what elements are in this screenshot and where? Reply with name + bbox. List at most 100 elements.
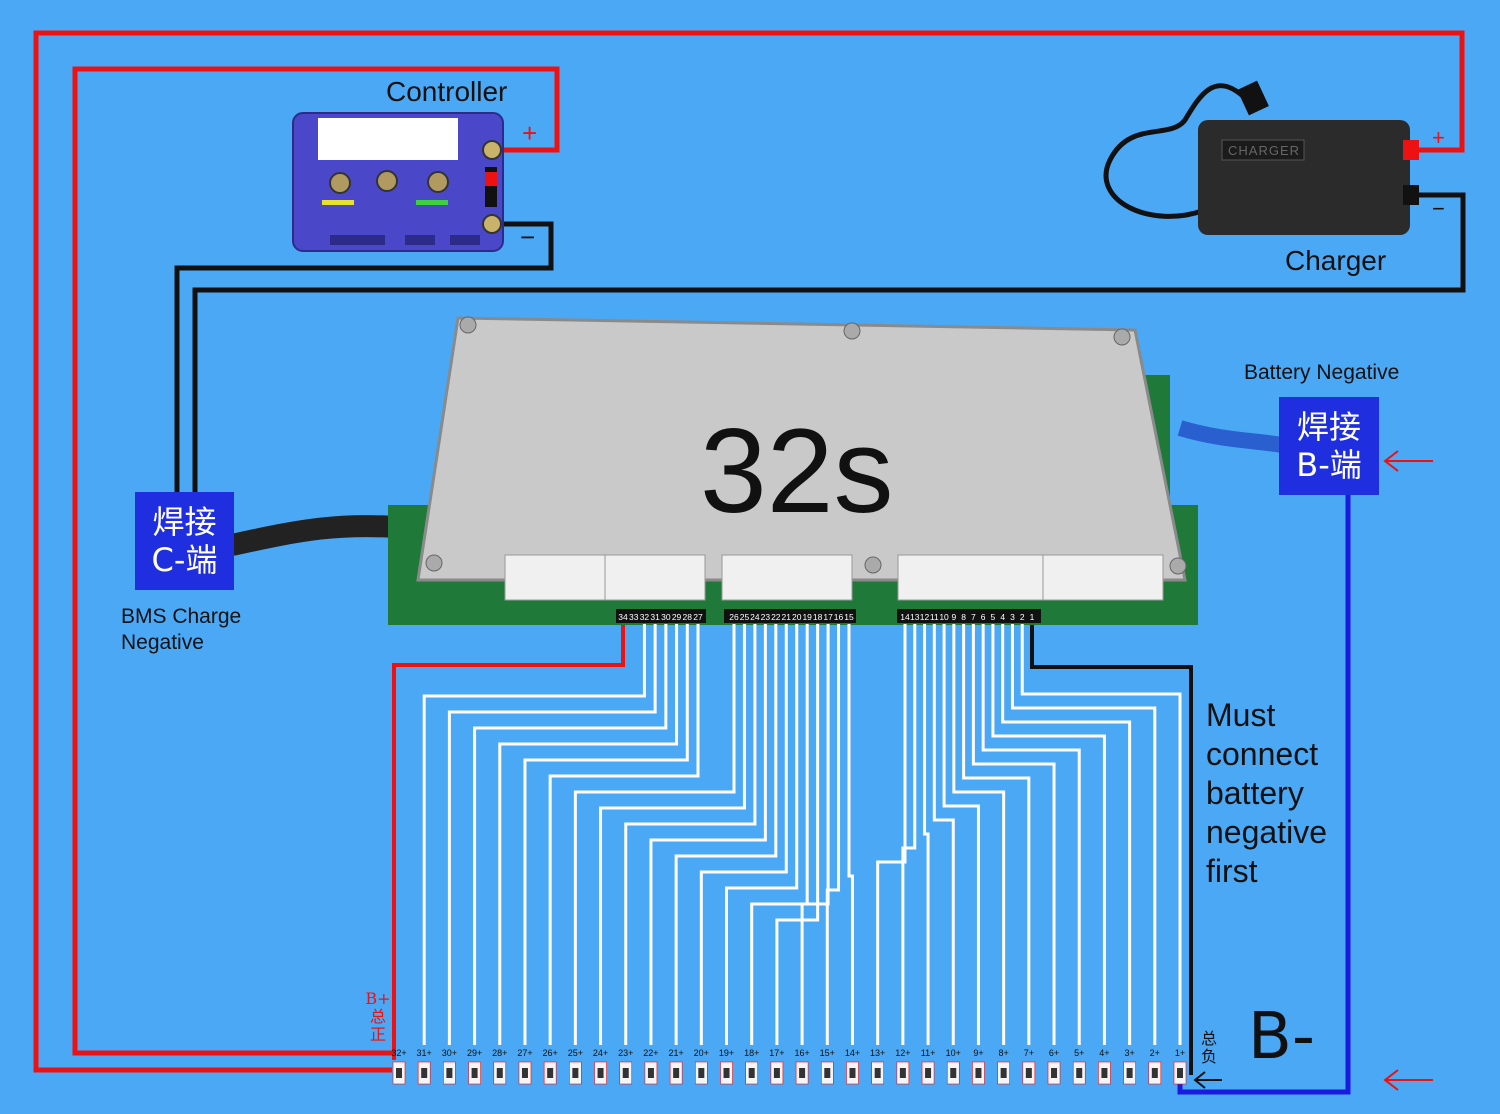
terminal-bolt [673,1068,680,1078]
terminal-bolt [647,1068,654,1078]
battery-negative-label: Battery Negative [1244,361,1400,384]
cell-label: 4+ [1099,1048,1109,1058]
charger-label: Charger [1285,245,1387,276]
balance-wire [800,624,830,1045]
charger-positive-wire [33,30,1465,1073]
b-plus-line2: 总 [369,1007,386,1026]
header-pin-label: 19 [802,612,812,622]
cell-label: 19+ [719,1048,734,1058]
bms-charge-label-line2: Negative [121,631,204,654]
cell-label: 11+ [921,1048,936,1058]
header-pin-label: 1 [1030,612,1035,622]
terminal-bolt [1000,1068,1007,1078]
cell-label: 21+ [668,1048,683,1058]
connect-note: Must connect battery negative first [1206,696,1356,891]
header-pin-label: 14 [900,612,910,622]
balance-wire [750,624,809,1045]
cell-label: 26+ [543,1048,558,1058]
cell-label: 28+ [492,1048,507,1058]
header-pin-label: 10 [939,612,949,622]
header-pin-label: 15 [844,612,854,622]
total-negative-line1: 总 [1200,1029,1217,1048]
cell-label: 9+ [973,1048,983,1058]
balance-wire [473,624,668,1045]
header-pin-label: 5 [991,612,996,622]
balance-wire [725,624,799,1045]
balance-wire [548,624,700,1045]
terminal-bolt [446,1068,453,1078]
cell-label: 13+ [870,1048,885,1058]
terminal-bolt [950,1068,957,1078]
balance-wire [775,624,820,1045]
total-negative-line2: 负 [1200,1047,1217,1066]
cell-label: 2+ [1150,1048,1160,1058]
terminal-bolt [1025,1068,1032,1078]
charger-plus: + [1432,125,1445,150]
arrow-icon [1383,450,1433,1091]
header-pin-label: 26 [729,612,739,622]
balance-wire [599,624,746,1045]
header-pin-label: 8 [961,612,966,622]
cell-label: 15+ [820,1048,835,1058]
balance-wire [422,624,646,1045]
controller-label: Controller [386,76,508,107]
arrow-icon [1193,1071,1222,1089]
header-pin-label: 22 [771,612,781,622]
header-pin-label: 29 [672,612,682,622]
cell-label: 27+ [517,1048,532,1058]
cell-label: 23+ [618,1048,633,1058]
terminal-bolt [975,1068,982,1078]
note-line: Must [1206,697,1276,733]
cell-label: 24+ [593,1048,608,1058]
header-pin-label: 9 [951,612,956,622]
bms-charge-tag-line2: C-端 [151,541,218,579]
charger-negative-wire [192,192,1466,495]
cell-terminals: 32+31+30+29+28+27+26+25+24+23+22+21+20+1… [391,1048,1187,1085]
bms-charge-label: BMS Charge Negative [121,604,241,656]
cell-label: 25+ [568,1048,583,1058]
terminal-bolt [723,1068,730,1078]
balance-wire [1020,624,1182,1045]
balance-wire [952,624,1006,1045]
cell-label: 8+ [999,1048,1009,1058]
cell-label: 22+ [643,1048,658,1058]
battery-cable [1177,420,1284,453]
cell-label: 20+ [694,1048,709,1058]
b-plus-line1: B+ [365,989,391,1008]
balance-wire [825,624,841,1045]
balance-wire [932,624,955,1045]
header-pin-label: 25 [740,612,750,622]
bms-title: 32s [700,404,894,538]
balance-wire [901,624,917,1045]
cell-label: 32+ [391,1048,406,1058]
balance-wire [847,624,854,1045]
balance-wire [962,624,1031,1045]
balance-wire [573,624,736,1045]
header-pin-label: 13 [910,612,920,622]
terminal-bolt [496,1068,503,1078]
cell-label: 16+ [794,1048,809,1058]
b-plus-line3: 正 [369,1025,386,1044]
terminal-bolt [799,1068,806,1078]
balance-wire [981,624,1081,1045]
header-pin-label: 16 [834,612,844,622]
terminal-bolt [1076,1068,1083,1078]
terminal-bolt [925,1068,932,1078]
charger-unit [1103,80,1419,235]
balance-wire [1010,624,1157,1045]
charge-cable [229,515,411,556]
terminal-bolt [597,1068,604,1078]
header-pin-label: 18 [813,612,823,622]
balance-negative-wire [1030,620,1193,1075]
cell-label: 30+ [442,1048,457,1058]
battery-negative-tag-line1: 焊接 [1296,408,1361,446]
header-pin-label: 17 [823,612,833,622]
note-line: first [1206,853,1258,889]
note-line: connect [1206,736,1319,772]
terminal-bolt [773,1068,780,1078]
balance-wire [1001,624,1132,1045]
terminal-bolt [622,1068,629,1078]
balance-wires [422,624,1182,1045]
header-pin-label: 30 [661,612,671,622]
